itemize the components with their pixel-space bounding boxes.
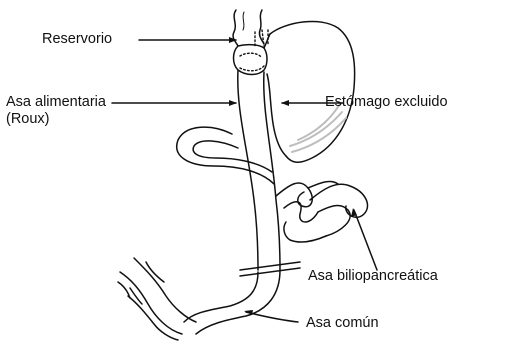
label-estomago-excluido-text: Estómago excluido — [325, 94, 448, 110]
arrow-asa-comun — [246, 312, 298, 322]
label-asa-biliopancreatica-text: Asa biliopancreática — [308, 268, 438, 284]
label-asa-alimentaria-line2: (Roux) — [6, 111, 106, 128]
biliopancreatic-limb — [177, 127, 368, 242]
label-asa-comun-text: Asa común — [306, 315, 379, 331]
label-asa-biliopancreatica: Asa biliopancreática — [308, 268, 438, 285]
label-reservorio-text: Reservorio — [42, 31, 112, 47]
roux-limb — [238, 70, 280, 270]
label-asa-alimentaria: Asa alimentaria (Roux) — [6, 94, 106, 128]
common-limb — [184, 270, 280, 334]
label-estomago-excluido: Estómago excluido — [325, 94, 448, 111]
arrow-biliopancreatica — [354, 210, 377, 270]
label-asa-alimentaria-line1: Asa alimentaria — [6, 94, 106, 111]
esophagus — [233, 10, 264, 46]
colon — [118, 258, 196, 340]
label-asa-comun: Asa común — [306, 315, 379, 332]
anastomosis-marks — [240, 262, 300, 276]
excluded-stomach — [264, 21, 355, 162]
gastric-pouch — [234, 30, 269, 75]
label-reservorio: Reservorio — [42, 31, 112, 48]
